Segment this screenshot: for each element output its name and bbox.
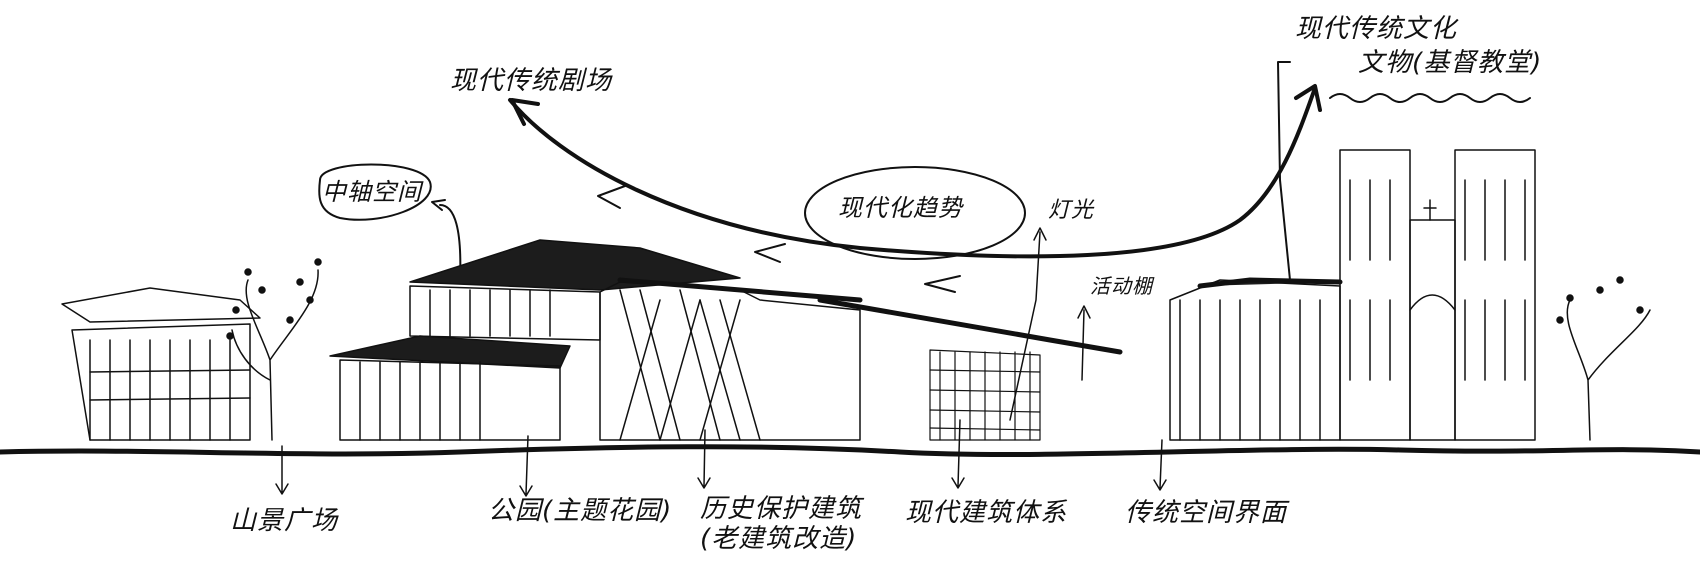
- bottom-arrow-3: [697, 429, 711, 489]
- pavilion-arrow: [1077, 305, 1091, 319]
- label-bottom-2: 公园(主题花园): [488, 496, 673, 526]
- trend-ellipse: [804, 166, 1026, 260]
- right-tree: [1556, 276, 1651, 441]
- label-pavilion: 活动棚: [1090, 274, 1153, 298]
- label-trend: 现代化趋势: [838, 194, 963, 222]
- arc-arrowhead-left: [510, 98, 540, 126]
- church: [1169, 149, 1536, 441]
- left-tree: [226, 258, 322, 441]
- trellis-pavilion: [929, 349, 1041, 441]
- main-arc-arrow: [508, 86, 1317, 259]
- label-bottom-3b: (老建筑改造): [700, 524, 858, 554]
- label-bottom-3a: 历史保护建筑: [700, 494, 863, 524]
- light-arrow: [1033, 227, 1047, 241]
- bottom-arrow-1: [275, 445, 289, 495]
- label-bottom-5: 传统空间界面: [1125, 498, 1288, 528]
- bottom-arrow-2: [519, 435, 533, 497]
- arc-arrowhead-right: [1294, 84, 1322, 112]
- label-top-left: 现代传统剧场: [450, 66, 613, 96]
- label-bottom-1: 山景广场: [230, 506, 339, 536]
- bottom-arrow-4: [951, 419, 965, 489]
- pavilion-leader: [1081, 309, 1085, 381]
- label-bottom-4: 现代建筑体系: [905, 498, 1068, 528]
- zhongjian-circle: [318, 163, 432, 221]
- central-building: [329, 239, 1123, 441]
- label-light: 灯光: [1048, 198, 1095, 223]
- zhongjian-arrow: [431, 199, 446, 211]
- church-leader-line: [1277, 61, 1291, 281]
- label-zhongjian: 中轴空间: [322, 178, 422, 206]
- label-top-right-2: 文物(基督教堂): [1358, 48, 1543, 78]
- chevron-1: [597, 185, 626, 209]
- wavy-underline: [1329, 93, 1531, 103]
- left-building: [61, 287, 261, 441]
- chevron-3: [924, 275, 961, 293]
- label-top-right-1: 现代传统文化: [1295, 14, 1458, 44]
- chevron-2: [754, 243, 786, 263]
- ground-line: [0, 444, 1700, 458]
- bottom-arrow-5: [1153, 439, 1167, 491]
- light-leader: [1009, 231, 1041, 421]
